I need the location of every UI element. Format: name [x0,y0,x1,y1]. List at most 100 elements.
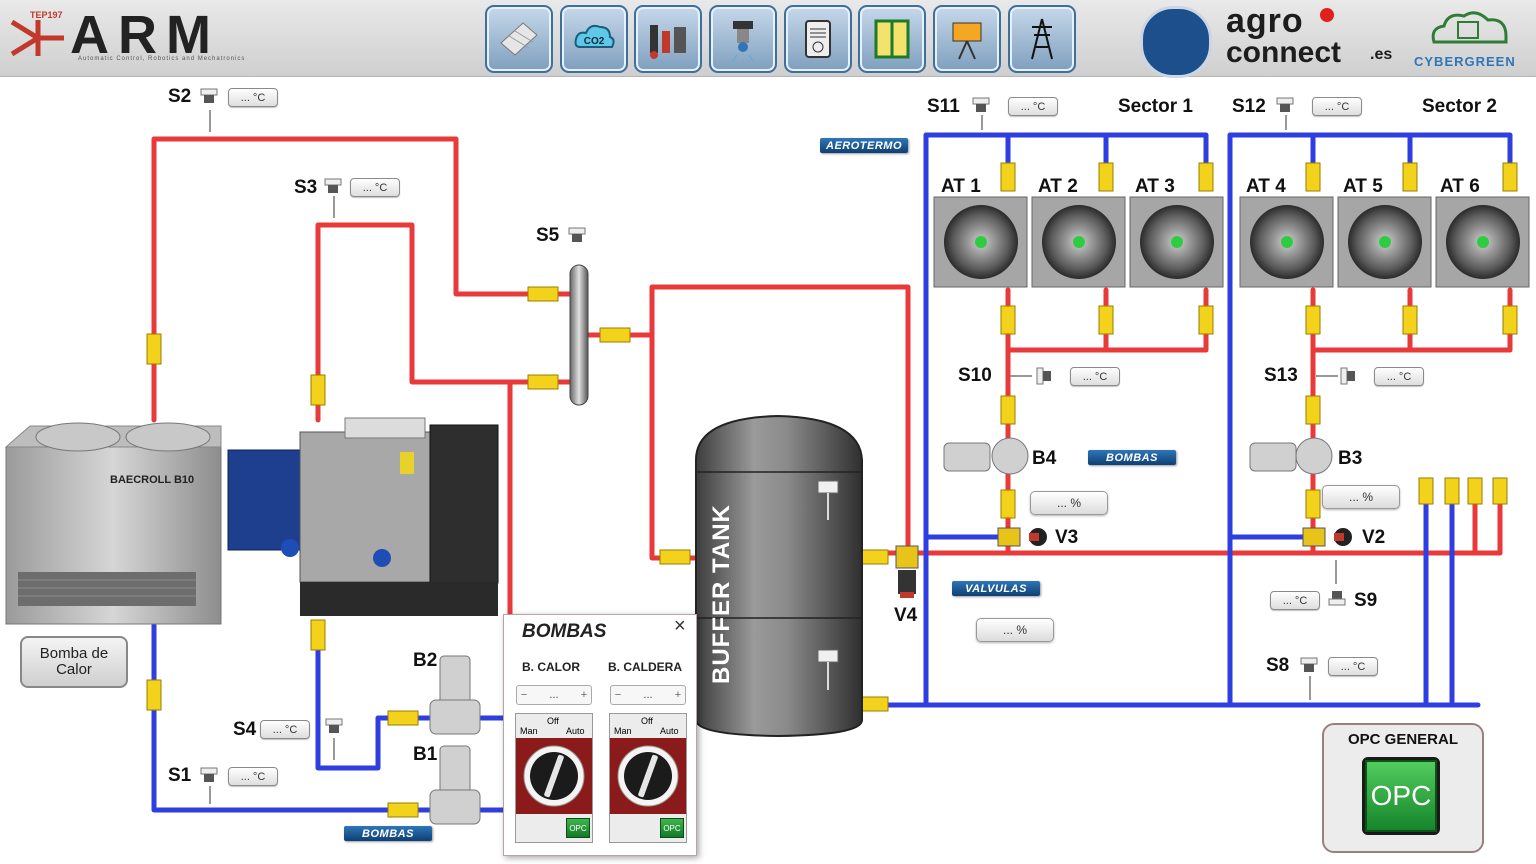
sensor-s10-icon [1036,367,1051,385]
popup-col1-title: B. CALOR [522,660,580,674]
bombas-right-tag-button[interactable]: BOMBAS [1088,450,1176,465]
nav-climate-unit-button[interactable] [784,5,852,73]
opc-general-panel: OPC GENERAL OPC [1322,723,1484,853]
valve-bodies [895,527,1352,598]
pumps-left [429,655,481,825]
university-seal-icon [1140,6,1212,78]
sensor-s5-icon [568,227,586,242]
pump-b1-label: B1 [413,744,438,765]
b-caldera-stepper-value: ... [643,689,653,701]
heat-pump-button-line1: Bomba de [39,645,109,662]
arm-logo-icon [8,12,68,62]
sensor-s2-value: ... °C [228,88,278,107]
b-calor-man-label: Man [520,726,538,736]
nav-heat-lamp-button[interactable] [933,5,1001,73]
buffer-tank [695,414,863,738]
popup-close-button[interactable]: × [674,615,686,637]
sensor-s12-icon [1276,97,1294,112]
opc-general-button[interactable]: OPC [1362,757,1440,835]
co2-cloud-icon: CO2 [574,24,615,48]
aerotermo-1-label: AT 1 [941,176,981,197]
sensor-s10-label: S10 [958,365,992,386]
valve-v4-label: V4 [894,605,918,626]
b-calor-stepper[interactable]: − ... + [516,685,592,705]
hydraulic-collector [569,264,589,406]
pumps-right [943,437,1333,475]
sector-1-label: Sector 1 [1118,96,1193,117]
b-calor-minus-button[interactable]: − [520,689,528,701]
b-calor-selector-knob[interactable] [516,738,592,814]
cybergreen-logo-icon [1430,6,1514,50]
heat-pump-button[interactable]: Bomba de Calor [20,636,128,688]
heat-lamp-icon [952,22,982,60]
b-calor-selector-panel: Off Man Auto OPC [515,713,593,843]
brand-small-text: TEP197 [30,10,63,20]
svg-text:CO2: CO2 [584,36,605,47]
b-caldera-man-label: Man [614,726,632,736]
sensor-s4-value: ... °C [260,720,310,739]
b-caldera-minus-button[interactable]: − [614,689,622,701]
valve-v2-label: V2 [1362,527,1386,548]
sensor-s11-icon [972,97,990,112]
roof-panel-icon [500,22,538,56]
nav-lab-button[interactable] [634,5,702,73]
b-calor-auto-label: Auto [566,726,585,736]
nav-power-button[interactable] [1008,5,1076,73]
power-tower-icon [1031,18,1053,60]
sensor-s8-value: ... °C [1328,657,1378,676]
sensor-s9-value: ... °C [1270,591,1320,610]
nav-irrigation-button[interactable] [709,5,777,73]
pump-b4-value: ... % [1030,491,1108,515]
sensor-s1-icon [200,767,218,782]
sensor-s3-label: S3 [294,177,318,198]
sensor-s1-value: ... °C [228,767,278,786]
b-calor-off-label: Off [547,716,559,726]
agro-logo-suffix: .es [1370,46,1393,63]
popup-title: BOMBAS [522,621,607,642]
b-caldera-opc-button[interactable]: OPC [660,818,684,838]
window-icon [874,19,910,59]
nav-roof-panel-button[interactable] [485,5,553,73]
aerotermo-6-label: AT 6 [1440,176,1480,197]
b-caldera-selector-knob[interactable] [610,738,686,814]
aerotermo-2-label: AT 2 [1038,176,1078,197]
sensor-s13-icon [1340,367,1355,385]
cybergreen-text: CYBERGREEN [1414,54,1516,69]
b-calor-stepper-value: ... [549,689,559,701]
sensor-s13-value: ... °C [1374,367,1424,386]
pump-b2-label: B2 [413,650,438,671]
b-caldera-plus-button[interactable]: + [674,689,682,701]
heat-pump-unit [4,422,222,625]
sensor-s4-label: S4 [233,719,257,740]
sensor-s2-icon [200,88,218,103]
sensor-s8-icon [1300,657,1318,672]
b-caldera-off-label: Off [641,716,653,726]
nav-window-button[interactable] [858,5,926,73]
bombas-bottom-tag-button[interactable]: BOMBAS [344,826,432,841]
buffer-tank-label: BUFFER TANK [708,504,735,684]
sensor-s3-icon [324,178,342,193]
b-calor-opc-button[interactable]: OPC [566,818,590,838]
sensor-s3-value: ... °C [350,178,400,197]
pump-b3-value: ... % [1322,485,1400,509]
b-caldera-auto-label: Auto [660,726,679,736]
sensor-s9-label: S9 [1354,590,1378,611]
lab-instruments-icon [650,25,686,59]
irrigation-icon [732,21,754,62]
aerotermo-tag-button[interactable]: AEROTERMO [820,138,908,153]
nav-co2-button[interactable]: CO2 [560,5,628,73]
pump-b4-label: B4 [1032,448,1057,469]
sensor-s11-value: ... °C [1008,97,1058,116]
sensor-s11-label: S11 [927,96,960,117]
valvulas-tag-button[interactable]: VALVULAS [952,581,1040,596]
sensor-s12-label: S12 [1232,96,1266,117]
popup-col2-title: B. CALDERA [608,660,682,674]
pump-b3-label: B3 [1338,448,1363,469]
heat-pump-name: BAECROLL B10 [110,474,195,486]
b-caldera-stepper[interactable]: − ... + [610,685,686,705]
sensor-s12-value: ... °C [1312,97,1362,116]
b-calor-plus-button[interactable]: + [580,689,588,701]
sensor-s8-label: S8 [1266,655,1290,676]
valve-v3-label: V3 [1055,527,1079,548]
